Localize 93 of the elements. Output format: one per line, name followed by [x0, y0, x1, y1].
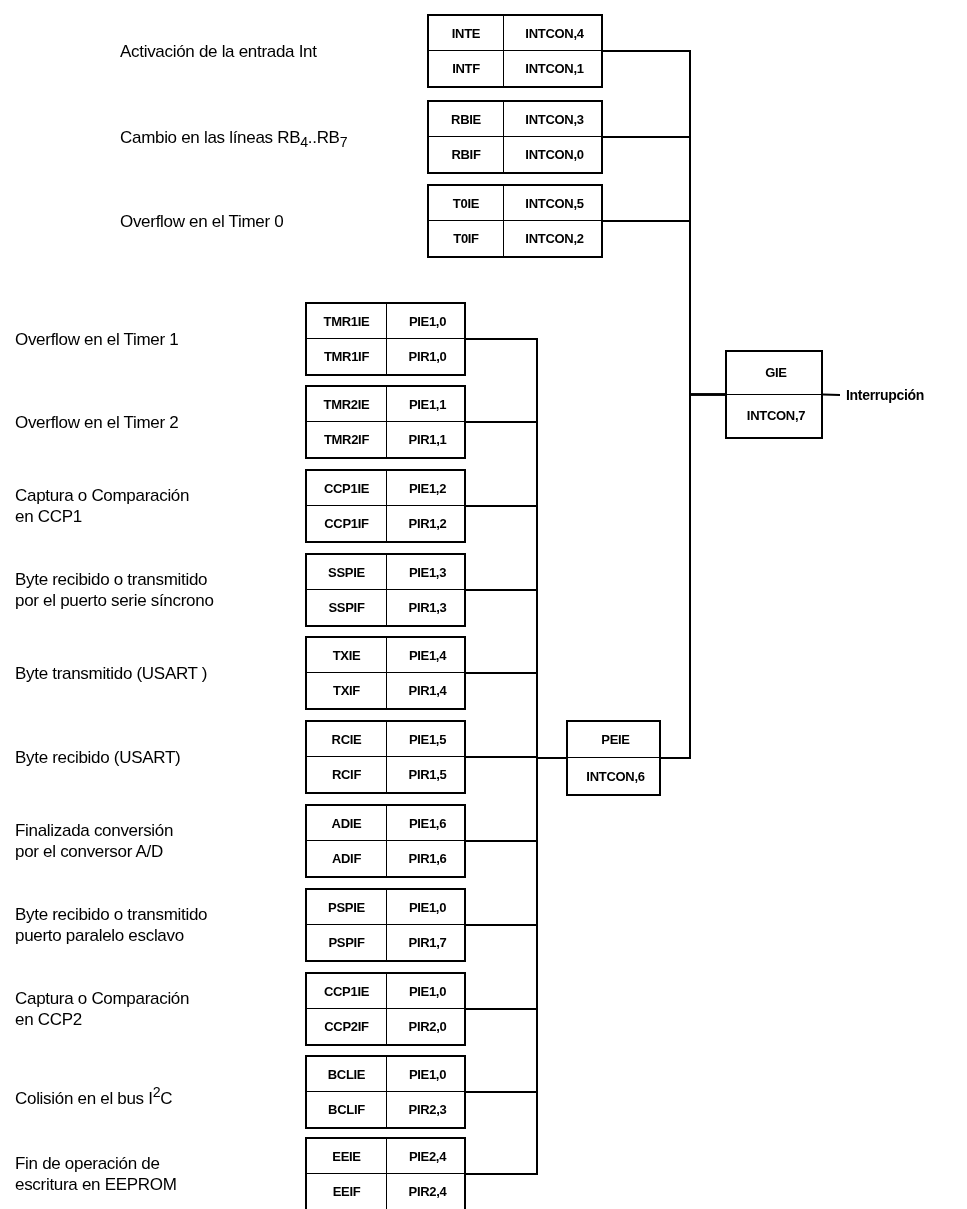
- interrupt-source-label: Byte transmitido (USART ): [15, 662, 208, 684]
- register-bit-label: TXIE: [307, 638, 387, 673]
- register-bit-label: PIR1,4: [407, 682, 448, 700]
- register-bit-label: CCP2IF: [307, 1009, 387, 1044]
- register-bit-label: INTCON,1: [524, 60, 585, 78]
- register-block: [427, 184, 603, 258]
- register-bit-label: PIE1,0: [387, 890, 468, 925]
- register-bit-label: SSPIF: [307, 590, 387, 625]
- register-bit-label: PIR1,2: [407, 515, 448, 533]
- register-block: [305, 385, 466, 459]
- register-bit-label: TMR2IF: [307, 422, 387, 457]
- register-bit-label: GIE: [727, 352, 825, 395]
- register-block: [305, 1055, 466, 1129]
- register-bit-label: INTCON,6: [585, 767, 646, 786]
- register-bit-label: ADIE: [307, 806, 387, 841]
- register-block: [305, 302, 466, 376]
- interrupt-source-label: Overflow en el Timer 0: [120, 210, 284, 232]
- register-bit-label: TMR1IF: [307, 339, 387, 374]
- interrupt-source-label: Fin de operación de escritura en EEPROM: [15, 1153, 178, 1195]
- register-bit-label: T0IF: [429, 221, 504, 256]
- register-bit-label: CCP1IF: [307, 506, 387, 541]
- register-bit-label: PIE1,1: [387, 387, 468, 422]
- register-bit-label: PIE1,2: [387, 471, 468, 506]
- register-bit-label: EEIF: [307, 1174, 387, 1209]
- register-bit-label: PIR1,7: [407, 934, 448, 952]
- register-bit-label: INTE: [429, 16, 504, 51]
- register-bit-label: INTCON,3: [504, 102, 605, 137]
- register-bit-label: PIE1,6: [387, 806, 468, 841]
- register-block: [305, 888, 466, 962]
- register-bit-label: PIE1,0: [387, 974, 468, 1009]
- register-bit-label: PIE1,0: [387, 1057, 468, 1092]
- register-bit-label: INTF: [429, 51, 504, 86]
- register-bit-label: PIE1,0: [387, 304, 468, 339]
- register-block: [305, 972, 466, 1046]
- register-block: [305, 1137, 466, 1209]
- connector-line: [660, 393, 726, 759]
- register-bit-label: PIR1,5: [407, 766, 448, 784]
- register-bit-label: PIR1,6: [407, 850, 448, 868]
- interrupt-source-label: Activación de la entrada Int: [120, 40, 317, 62]
- output-label: Interrupción: [840, 384, 950, 406]
- interrupt-source-label: Overflow en el Timer 2: [15, 411, 179, 433]
- register-bit-label: INTCON,7: [745, 407, 807, 426]
- register-block: [305, 720, 466, 794]
- interrupt-source-label: Overflow en el Timer 1: [15, 328, 179, 350]
- register-block: [427, 100, 603, 174]
- register-block: [427, 14, 603, 88]
- register-block: [305, 636, 466, 710]
- register-bit-label: BCLIF: [307, 1092, 387, 1127]
- register-block: [305, 804, 466, 878]
- register-block: [305, 553, 466, 627]
- register-bit-label: INTCON,0: [524, 146, 585, 164]
- register-bit-label: RBIE: [429, 102, 504, 137]
- register-bit-label: ADIF: [307, 841, 387, 876]
- register-bit-label: PSPIF: [307, 925, 387, 960]
- interrupt-source-label: Byte recibido o transmitido por el puerto serie síncrono: [15, 569, 215, 611]
- register-bit-label: PIR1,1: [407, 431, 448, 449]
- connector-line: [822, 393, 841, 396]
- interrupt-source-label: Cambio en las líneas RB$_{4}$..RB$_{7}$: [120, 126, 348, 152]
- register-bit-label: T0IE: [429, 186, 504, 221]
- register-bit-label: PIR1,3: [407, 599, 448, 617]
- register-bit-label: PSPIE: [307, 890, 387, 925]
- register-bit-label: PIE2,4: [387, 1139, 468, 1174]
- interrupt-source-label: Colisión en el bus I$^{2}$C: [15, 1082, 173, 1109]
- register-bit-label: RCIF: [307, 757, 387, 792]
- register-bit-label: TMR2IE: [307, 387, 387, 422]
- register-bit-label: TMR1IE: [307, 304, 387, 339]
- register-bit-label: PIR1,0: [407, 348, 448, 366]
- register-block: [305, 469, 466, 543]
- interrupt-source-label: Captura o Comparación en CCP2: [15, 988, 191, 1030]
- register-bit-label: RCIE: [307, 722, 387, 757]
- register-bit-label: PIE1,5: [387, 722, 468, 757]
- register-bit-label: PEIE: [568, 722, 663, 758]
- register-bit-label: CCP1IE: [307, 974, 387, 1009]
- register-bit-label: EEIE: [307, 1139, 387, 1174]
- register-bit-label: PIE1,4: [387, 638, 468, 673]
- register-bit-label: INTCON,2: [524, 230, 585, 248]
- interrupt-source-label: Finalizada conversión por el conversor A/D: [15, 820, 175, 862]
- interrupt-source-label: Byte recibido o transmitido puerto paralelo esclavo: [15, 904, 209, 946]
- register-bit-label: PIR2,3: [407, 1101, 448, 1119]
- register-bit-label: INTCON,4: [504, 16, 605, 51]
- interrupt-source-label: Captura o Comparación en CCP1: [15, 485, 191, 527]
- register-bit-label: BCLIE: [307, 1057, 387, 1092]
- register-block: [725, 350, 823, 439]
- register-bit-label: TXIF: [307, 673, 387, 708]
- register-block: [566, 720, 661, 796]
- register-bit-label: SSPIE: [307, 555, 387, 590]
- register-bit-label: RBIF: [429, 137, 504, 172]
- register-bit-label: PIR2,4: [407, 1183, 448, 1201]
- interrupt-source-label: Byte recibido (USART): [15, 746, 181, 768]
- register-bit-label: INTCON,5: [504, 186, 605, 221]
- register-bit-label: CCP1IE: [307, 471, 387, 506]
- register-bit-label: PIE1,3: [387, 555, 468, 590]
- register-bit-label: PIR2,0: [407, 1018, 448, 1036]
